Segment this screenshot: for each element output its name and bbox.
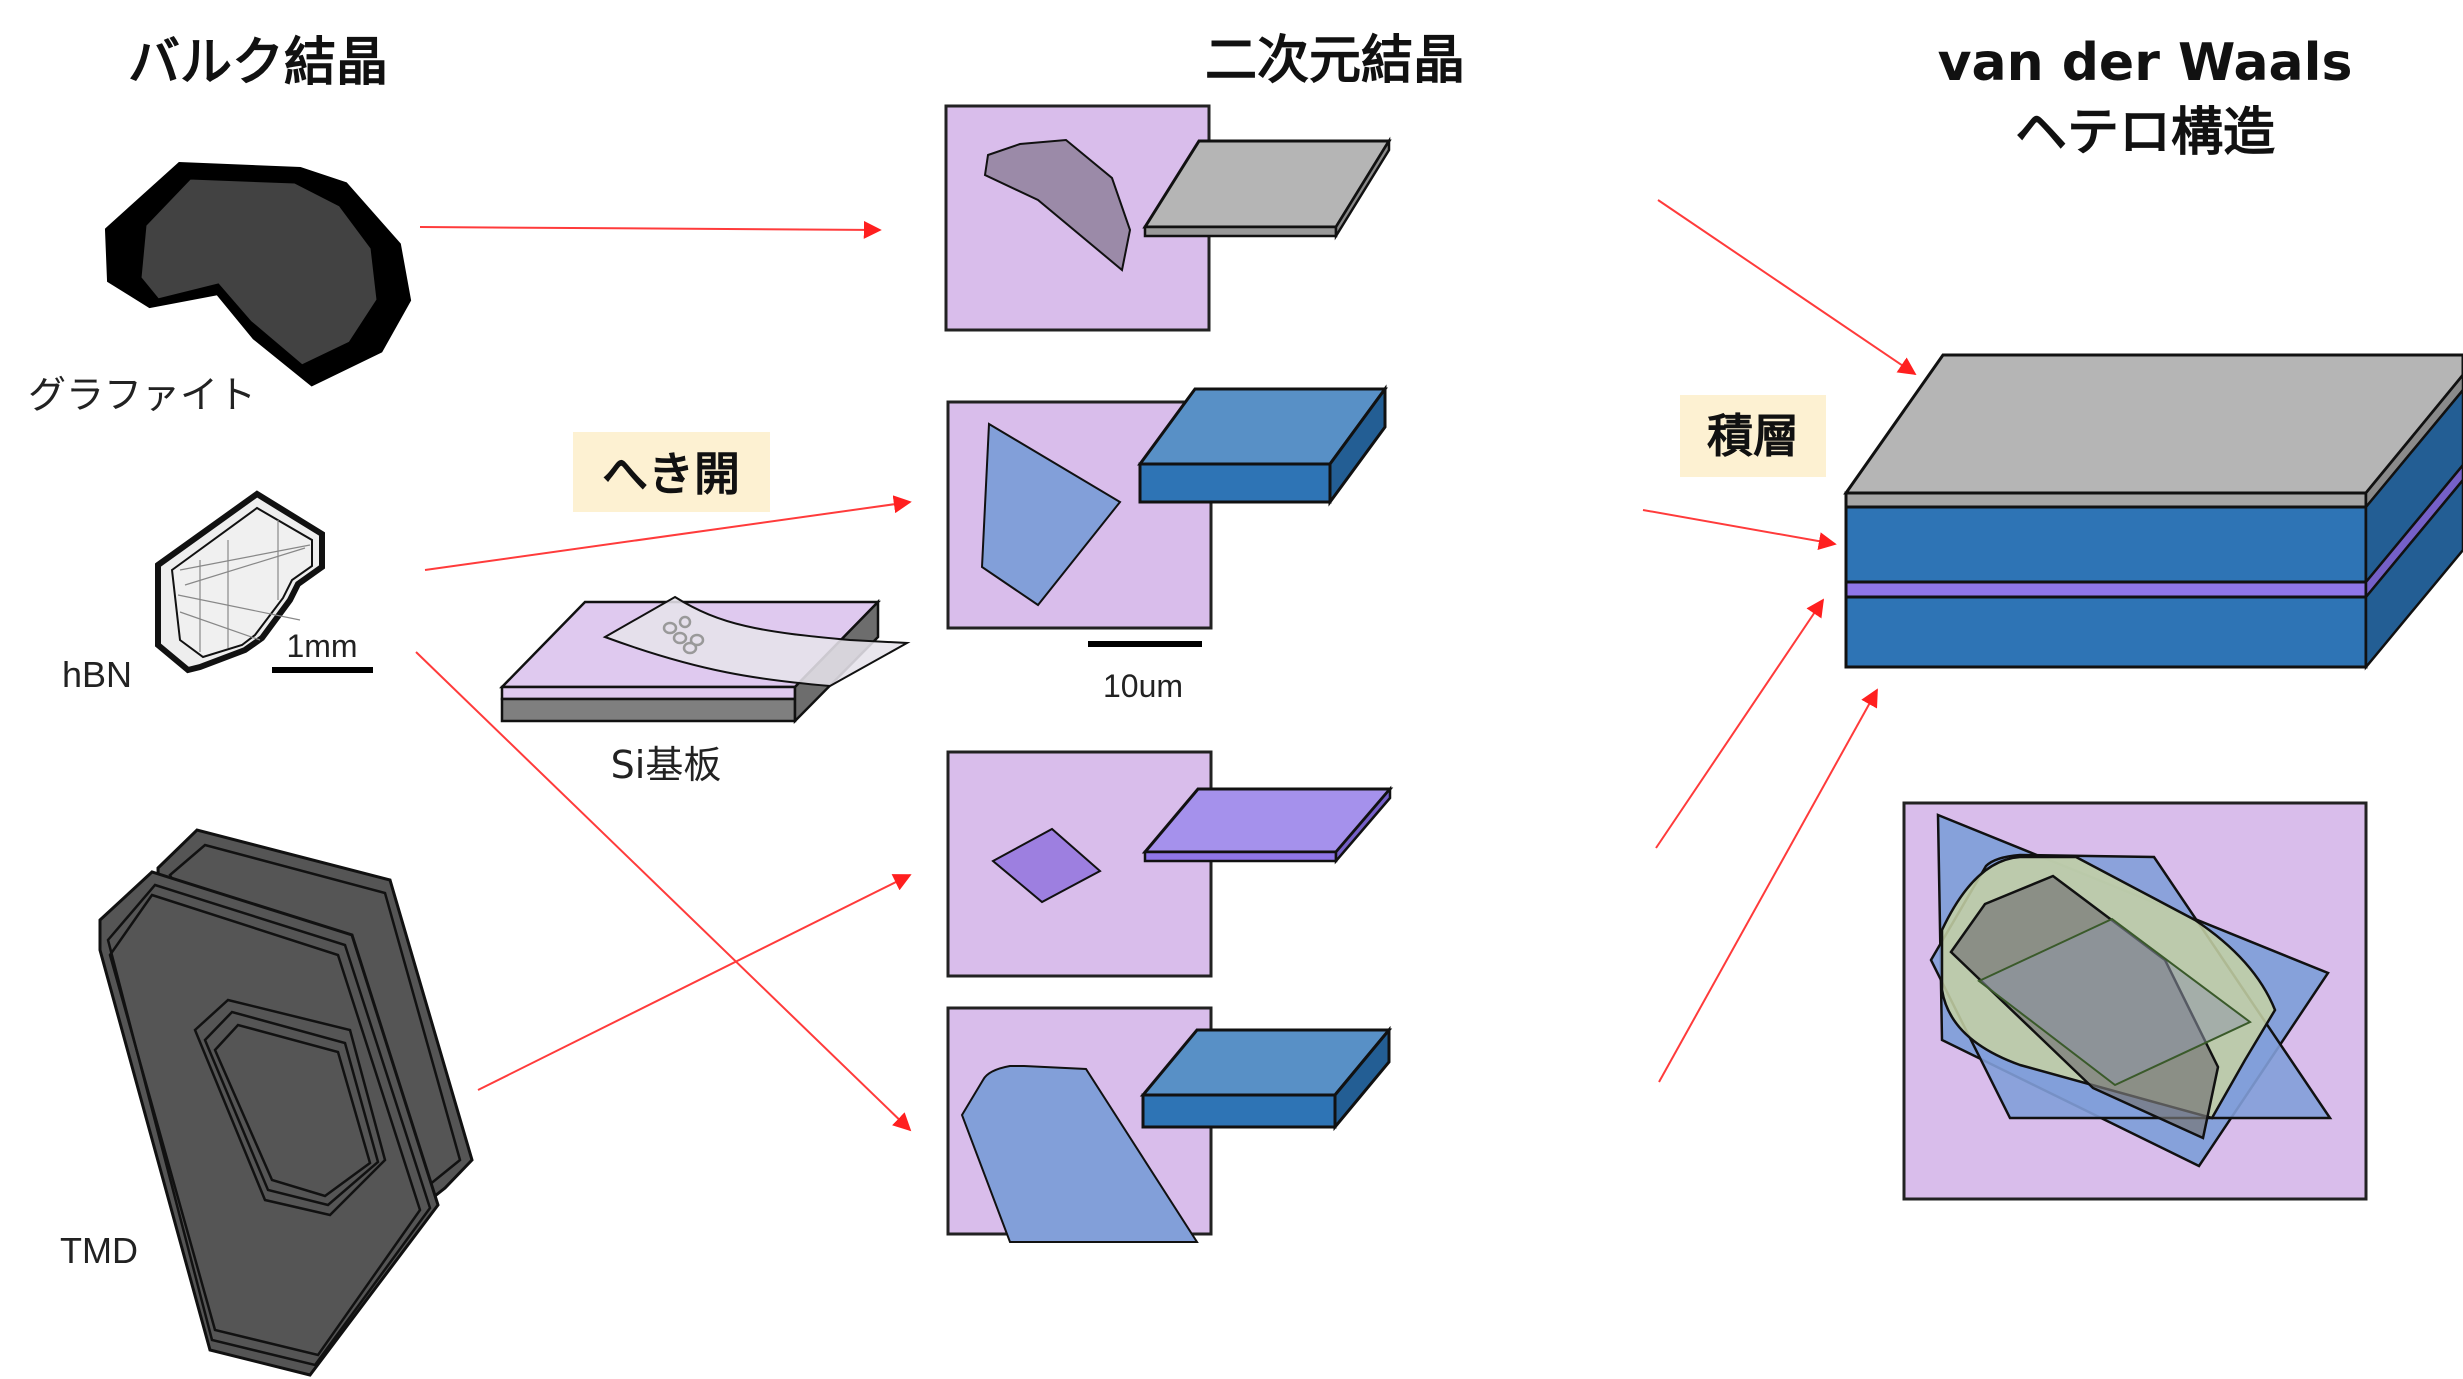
bulk-scale-bar-label: 1mm — [286, 628, 357, 664]
heterostructure-optical-image — [1902, 801, 2368, 1201]
hbn-bulk-crystal-icon — [155, 490, 325, 674]
flake-scale-bar-label: 10um — [1103, 668, 1183, 704]
graphite-bulk-crystal-icon — [104, 161, 412, 387]
graphite-label: グラファイト — [28, 373, 256, 417]
stacking-label-bg — [1680, 395, 1826, 477]
hbn-slab-icon-1 — [1137, 384, 1388, 507]
arrow-tmd-to-flake — [477, 874, 912, 1091]
exfoliation-label: へき開 — [602, 447, 740, 501]
tmd-slab-icon — [1141, 785, 1394, 865]
hbn-slab-icon-2 — [1139, 1025, 1393, 1132]
tmd-label: TMD — [60, 1230, 138, 1271]
arrow-hbn-to-flake-1 — [424, 495, 912, 571]
exfoliation-arrows — [415, 220, 912, 1132]
si-substrate-label: Si基板 — [611, 743, 722, 787]
arrow-hbn2-to-stack — [1658, 688, 1878, 1083]
2d-crystal-title: 二次元結晶 — [1205, 31, 1465, 91]
tmd-flake-image — [946, 750, 1213, 978]
stacking-arrows — [1642, 199, 1917, 1083]
arrow-hbn1-to-stack — [1642, 509, 1837, 551]
arrow-graphite-to-flake — [419, 220, 882, 239]
vdw-title-line1: van der Waals — [1938, 33, 2353, 93]
arrow-graphene-to-stack — [1657, 199, 1917, 376]
tmd-bulk-crystal-icon — [98, 828, 474, 1377]
bulk-crystal-title: バルク結晶 — [128, 33, 388, 93]
arrow-hbn-to-flake-2 — [415, 651, 912, 1132]
vdw-heterostructure-stack-icon — [1843, 353, 2463, 671]
stacking-label: 積層 — [1707, 409, 1799, 463]
arrow-tmd-to-stack — [1655, 598, 1825, 849]
vdw-title-line2: ヘテロ構造 — [2015, 103, 2275, 163]
hbn-label: hBN — [62, 654, 132, 695]
si-substrate-icon — [499, 595, 911, 725]
exfoliation-label-bg — [573, 432, 770, 512]
graphene-slab-icon — [1142, 136, 1392, 241]
